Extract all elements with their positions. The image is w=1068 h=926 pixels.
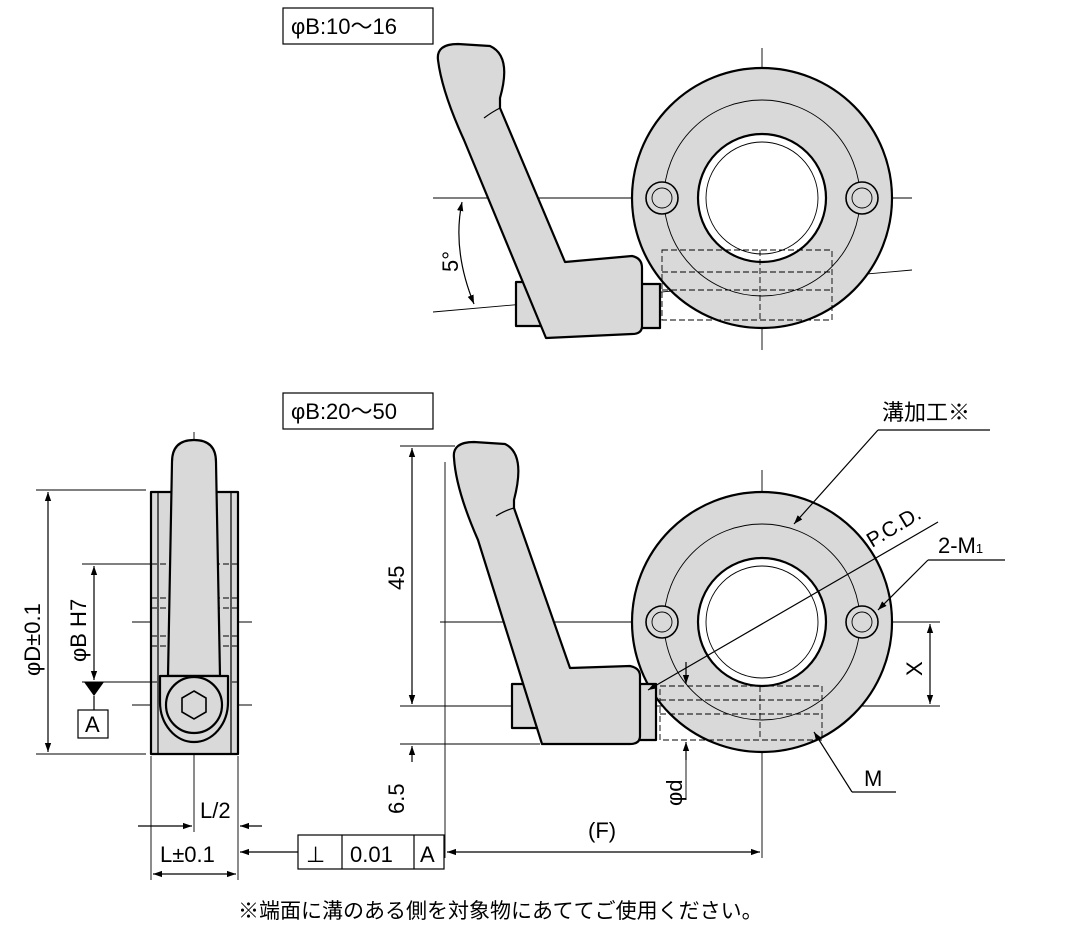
pcd-label: P.C.D. — [863, 502, 926, 552]
dim-d-label: φd — [662, 779, 687, 806]
dim-half-l-label: L/2 — [200, 798, 231, 823]
groove-label: 溝加工※ — [882, 400, 970, 425]
dim-45-label: 45 — [384, 566, 409, 590]
top-angle-arc — [457, 201, 475, 305]
top-bore — [696, 132, 828, 264]
bottom-lever-handle — [452, 440, 642, 746]
bottom-hole-left-inner — [651, 611, 673, 633]
bottom-bore-chamfer — [705, 565, 819, 679]
m-leader — [813, 731, 853, 793]
bottom-range-box — [282, 392, 434, 430]
bottom-bore — [696, 556, 828, 688]
top-hole-left — [645, 181, 679, 215]
footnote: ※端面に溝のある側を対象物にあててご使用ください。 — [238, 900, 763, 923]
top-lever-grip-line — [483, 107, 501, 119]
top-lever-handle — [436, 42, 644, 340]
top-range-box — [282, 7, 434, 45]
datum-triangle — [84, 682, 104, 696]
bottom-hidden-slot — [659, 685, 823, 741]
side-view: φD±0.1 φB H7 A L/2 L±0.1 ⊥ 0.01 A — [20, 432, 445, 880]
m1-label: 2-M1 — [938, 533, 983, 558]
m1-leader — [877, 559, 929, 611]
bottom-view: φB:20～50 P.C.D. 溝加工※ — [282, 392, 1005, 858]
dim-length-label: L±0.1 — [160, 842, 215, 867]
dim-65-label: 6.5 — [384, 783, 409, 814]
pcd-leader — [647, 521, 939, 691]
bottom-lever-grip-line — [495, 507, 515, 517]
datum-box — [77, 709, 109, 739]
top-hole-left-inner — [651, 187, 673, 209]
dim-x-label: X — [902, 661, 927, 676]
top-bore-chamfer — [705, 141, 819, 255]
bottom-hole-left — [645, 605, 679, 639]
tol-frame — [297, 834, 445, 870]
dim-f-label: (F) — [588, 818, 616, 843]
top-view: φB:10～16 5° — [282, 7, 913, 350]
dim-bore-label: φB H7 — [66, 599, 91, 662]
dim-outer-dia-label: φD±0.1 — [20, 603, 45, 676]
bottom-range-label: φB:20～50 — [291, 399, 397, 424]
top-hidden-slot — [661, 249, 833, 321]
m-label: M — [864, 766, 882, 791]
top-angle-label: 5° — [438, 251, 463, 272]
top-hole-right — [845, 181, 879, 215]
tol-datum: A — [420, 842, 435, 867]
side-lever — [166, 438, 222, 678]
side-hex-socket — [181, 690, 207, 720]
top-range-label: φB:10～16 — [291, 14, 397, 39]
tol-value: 0.01 — [350, 842, 393, 867]
tol-symbol: ⊥ — [306, 842, 325, 867]
bottom-hole-right — [845, 605, 879, 639]
groove-leader — [793, 429, 879, 525]
top-hole-right-inner — [851, 187, 873, 209]
bottom-hole-right-inner — [851, 611, 873, 633]
datum-label: A — [85, 712, 100, 737]
